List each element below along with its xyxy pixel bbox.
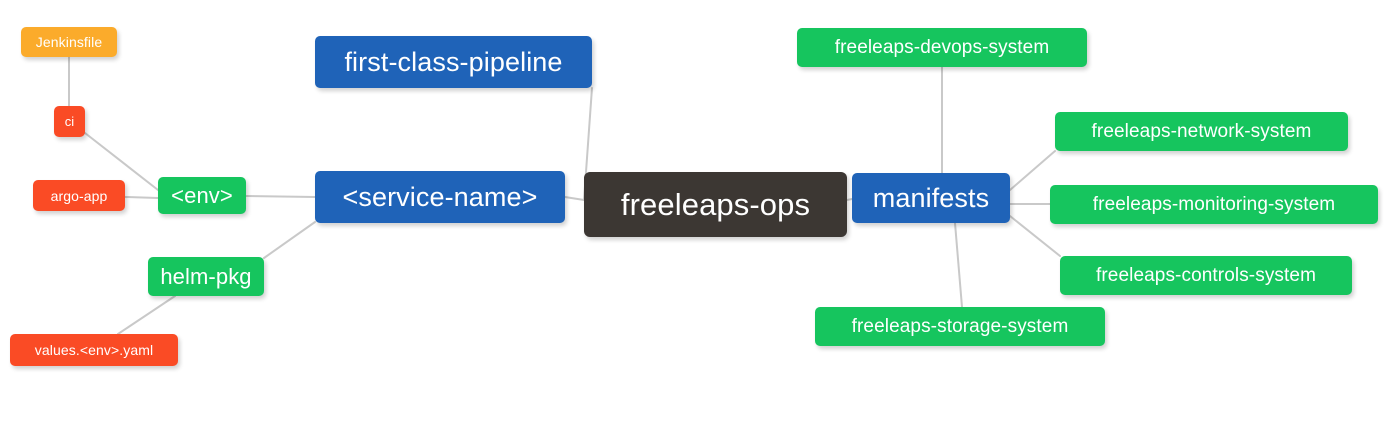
edge-manifests-storage (954, 222, 963, 308)
mindmap-node-label: argo-app (50, 187, 108, 204)
mindmap-node-label: freeleaps-monitoring-system (1092, 194, 1336, 215)
mindmap-node-label: Jenkinsfile (35, 34, 103, 50)
mindmap-node-label: <env> (171, 182, 233, 208)
mindmap-node-root[interactable]: freeleaps-ops (584, 172, 847, 237)
edge-helm-valuesyaml (117, 295, 176, 335)
mindmap-node-label: manifests (872, 182, 990, 213)
mindmap-node-valuesyaml[interactable]: values.<env>.yaml (10, 334, 178, 366)
mindmap-node-argoapp[interactable]: argo-app (33, 180, 125, 211)
mindmap-node-label: <service-name> (342, 181, 538, 212)
mindmap-node-pipeline[interactable]: first-class-pipeline (315, 36, 592, 88)
mindmap-node-label: freeleaps-devops-system (834, 37, 1050, 58)
mindmap-node-label: values.<env>.yaml (34, 342, 154, 358)
mindmap-node-label: freeleaps-storage-system (851, 316, 1069, 337)
mindmap-node-storage[interactable]: freeleaps-storage-system (815, 307, 1105, 346)
mindmap-node-service[interactable]: <service-name> (315, 171, 565, 223)
mindmap-node-label: ci (64, 114, 75, 129)
mindmap-node-controls[interactable]: freeleaps-controls-system (1060, 256, 1352, 295)
mindmap-node-label: freeleaps-ops (620, 187, 811, 222)
mindmap-node-manifests[interactable]: manifests (852, 173, 1010, 223)
mindmap-node-label: first-class-pipeline (344, 46, 563, 77)
mindmap-node-ci[interactable]: ci (54, 106, 85, 137)
mindmap-node-monitoring[interactable]: freeleaps-monitoring-system (1050, 185, 1378, 224)
edge-service-helm (263, 221, 316, 259)
mindmap-node-label: freeleaps-controls-system (1095, 265, 1317, 286)
mindmap-node-label: freeleaps-network-system (1091, 121, 1312, 142)
edge-env-argoapp (124, 196, 159, 199)
edge-manifests-network (1009, 150, 1056, 191)
mindmap-node-jenkinsfile[interactable]: Jenkinsfile (21, 27, 117, 57)
mindmap-node-devops[interactable]: freeleaps-devops-system (797, 28, 1087, 67)
mindmap-node-helm[interactable]: helm-pkg (148, 257, 264, 296)
edge-service-env (245, 195, 316, 198)
mindmap-node-label: helm-pkg (160, 263, 252, 289)
mindmap-node-network[interactable]: freeleaps-network-system (1055, 112, 1348, 151)
edge-root-service (564, 196, 585, 201)
mindmap-node-env[interactable]: <env> (158, 177, 246, 214)
